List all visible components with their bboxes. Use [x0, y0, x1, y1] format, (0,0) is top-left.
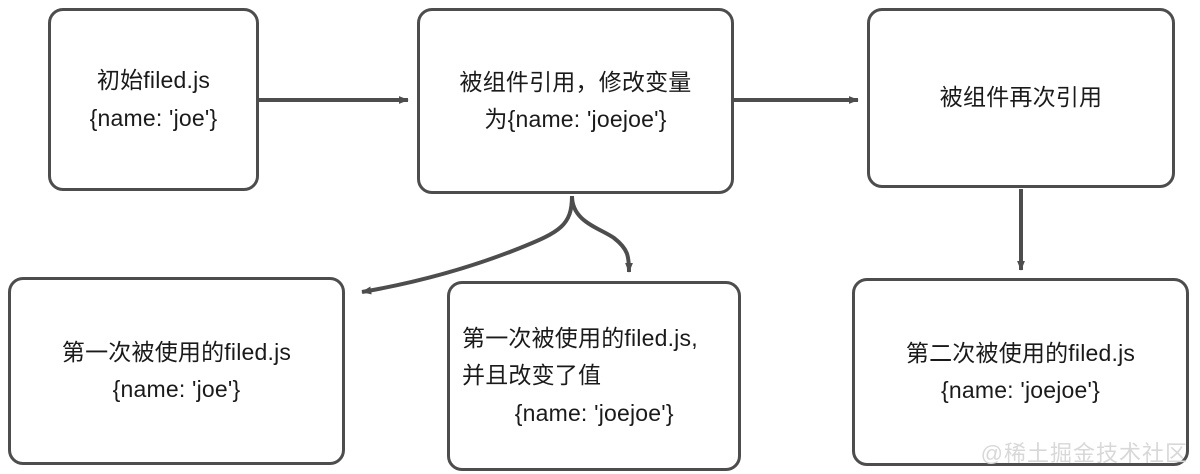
node-first-use-line-1: 第一次被使用的filed.js — [61, 338, 292, 365]
edge-referenced-to-first-use — [361, 195, 574, 295]
node-second-use-line-1: 第二次被使用的filed.js — [905, 339, 1136, 366]
node-referenced-line-2: 为{name: 'joejoe'} — [484, 106, 667, 132]
node-first-use-changed-line-3: {name: 'joejoe'} — [462, 399, 674, 426]
node-first-use[interactable]: 第一次被使用的filed.js {name: 'joe'} — [8, 277, 345, 465]
node-rereferenced[interactable]: 被组件再次引用 — [867, 8, 1175, 188]
node-first-use-changed-line-2: 并且改变了值 — [462, 362, 602, 389]
node-initial-line-1: 初始filed.js — [96, 67, 211, 94]
node-first-use-changed[interactable]: 第一次被使用的filed.js, 并且改变了值 {name: 'joejoe'} — [447, 281, 741, 471]
node-rereferenced-line-1: 被组件再次引用 — [939, 84, 1103, 111]
node-second-use[interactable]: 第二次被使用的filed.js {name: 'joejoe'} — [852, 278, 1189, 466]
node-referenced-modified[interactable]: 被组件引用，修改变量 为{name: 'joejoe'} — [417, 8, 734, 194]
edge-referenced-to-first-use-changed — [570, 195, 633, 273]
node-initial-line-2: {name: 'joe'} — [89, 104, 218, 131]
node-initial-filed[interactable]: 初始filed.js {name: 'joe'} — [48, 8, 259, 191]
node-referenced-line-1: 被组件引用，修改变量 — [459, 68, 692, 95]
node-first-use-line-2: {name: 'joe'} — [112, 376, 241, 402]
node-first-use-changed-line-1: 第一次被使用的filed.js, — [462, 325, 698, 352]
node-second-use-line-2: {name: 'joejoe'} — [940, 377, 1101, 403]
